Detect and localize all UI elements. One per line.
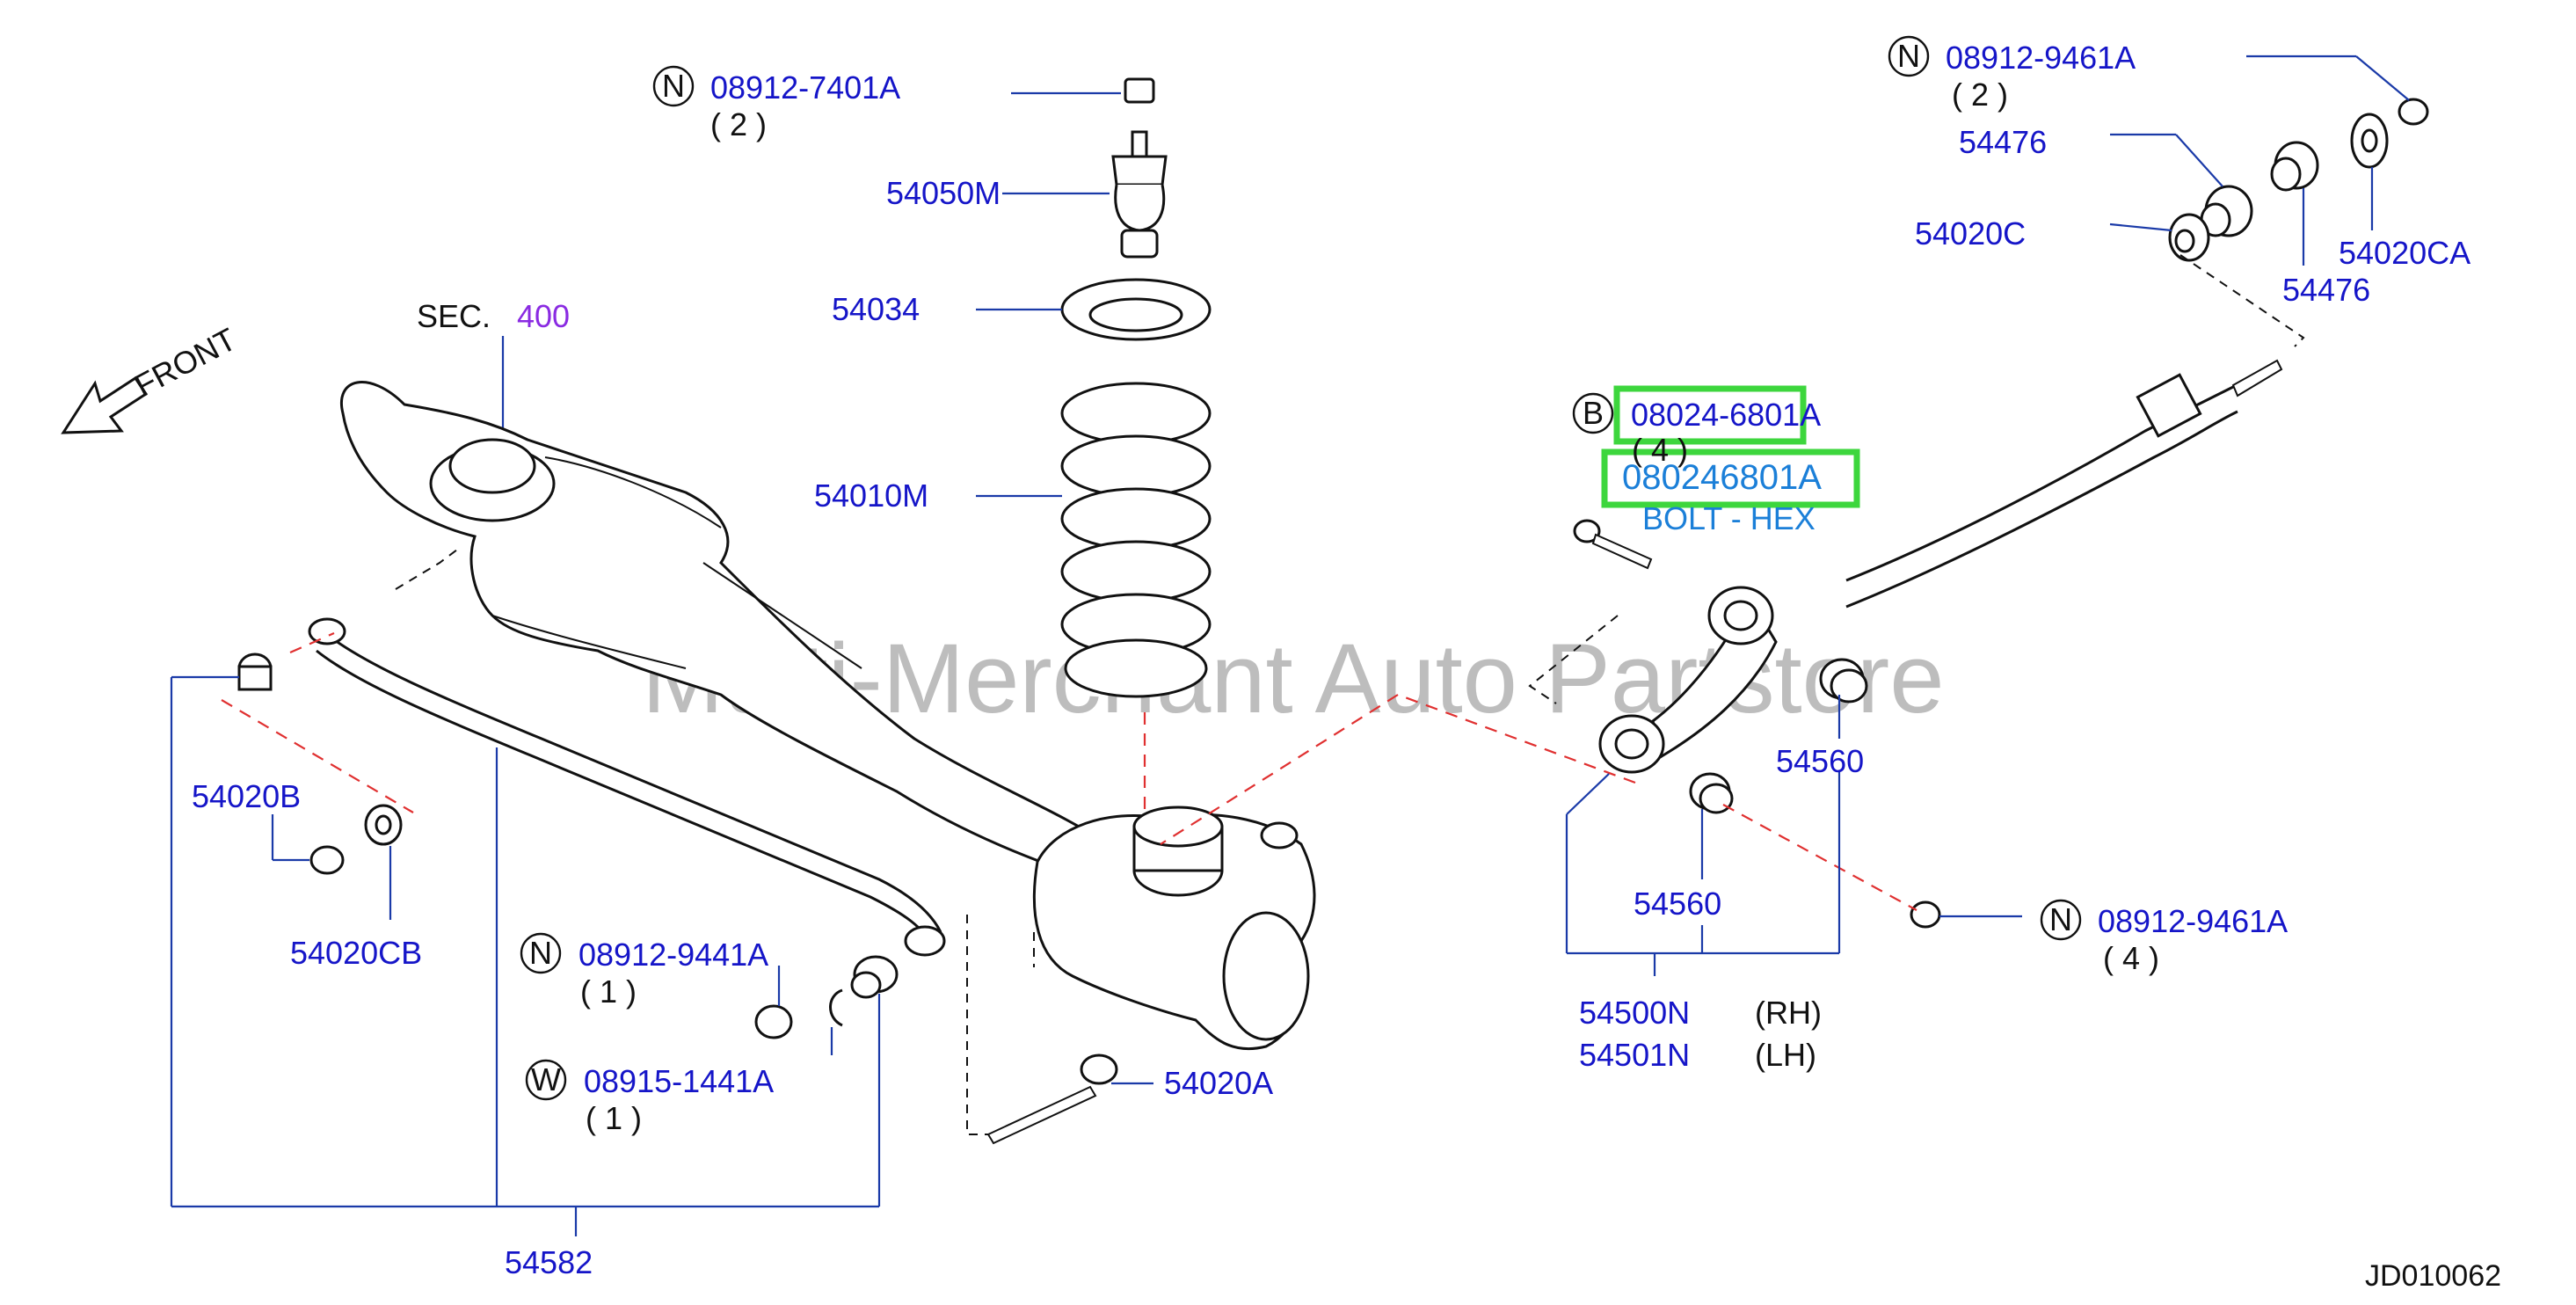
qty-label: ( 1 ) bbox=[586, 1100, 642, 1136]
highlighted-part-number[interactable]: 080246801A bbox=[1622, 458, 1822, 497]
part-link-54560-b[interactable]: 54560 bbox=[1634, 886, 1721, 922]
badge-letter: N bbox=[2049, 901, 2072, 937]
part-link-08024-6801A[interactable]: 08024-6801A bbox=[1631, 397, 1821, 433]
qty-label: ( 4 ) bbox=[2103, 940, 2159, 976]
spring-seat-54034 bbox=[1060, 278, 1212, 341]
bushing-54476-upper bbox=[2270, 141, 2319, 192]
badge-circle bbox=[525, 1059, 567, 1101]
qty-label: ( 1 ) bbox=[580, 973, 637, 1010]
axle-end-hub bbox=[1032, 806, 1316, 1051]
coil-spring-54010M bbox=[1060, 382, 1212, 698]
bushing-54560-upper bbox=[1819, 658, 1868, 704]
part-link-54501N[interactable]: 54501N bbox=[1579, 1037, 1690, 1073]
hex-bolt-icon bbox=[1573, 519, 1653, 570]
badge-circle bbox=[652, 65, 695, 107]
bushing-54476-lower bbox=[2200, 185, 2253, 237]
badge-letter: N bbox=[662, 68, 685, 104]
lock-washer-1441A-icon bbox=[829, 988, 843, 1027]
top-nut-icon bbox=[1124, 77, 1155, 104]
front-arrow-icon bbox=[61, 375, 149, 434]
badge-circle bbox=[2040, 899, 2082, 941]
side-label-rh: (RH) bbox=[1755, 995, 1822, 1031]
part-link-08912-7401A[interactable]: 08912-7401A bbox=[710, 69, 900, 106]
badge-letter: N bbox=[1897, 38, 1920, 74]
part-link-08915-1441A[interactable]: 08915-1441A bbox=[584, 1063, 774, 1099]
front-label: FRONT bbox=[129, 321, 243, 404]
highlight-box bbox=[1613, 385, 1807, 445]
long-bolt-54020A bbox=[986, 1053, 1118, 1145]
part-link-54582[interactable]: 54582 bbox=[505, 1244, 593, 1280]
part-link-54034[interactable]: 54034 bbox=[832, 291, 920, 327]
washer-54020C bbox=[2168, 213, 2210, 262]
lower-right-nut-icon bbox=[1910, 900, 1941, 929]
part-link-54020A[interactable]: 54020A bbox=[1164, 1065, 1273, 1101]
part-link-54020B[interactable]: 54020B bbox=[192, 778, 301, 814]
side-label-lh: (LH) bbox=[1755, 1037, 1816, 1073]
nut-9441A-icon bbox=[754, 1004, 793, 1039]
bushing-54020B bbox=[237, 652, 273, 691]
lateral-rod bbox=[1845, 359, 2283, 609]
badge-circle bbox=[1888, 35, 1930, 77]
part-link-08912-9441A[interactable]: 08912-9441A bbox=[579, 937, 768, 973]
diagram-id: JD010062 bbox=[2365, 1259, 2501, 1293]
bushing-lower-left bbox=[850, 955, 899, 999]
upper-link-arm bbox=[1598, 586, 1778, 774]
part-link-08912-9461A-bottom[interactable]: 08912-9461A bbox=[2098, 903, 2288, 939]
badge-letter: W bbox=[531, 1061, 561, 1097]
part-link-54020CB[interactable]: 54020CB bbox=[290, 935, 422, 971]
top-right-nut-icon bbox=[2398, 98, 2429, 126]
nut-54020B-icon bbox=[309, 845, 345, 875]
washer-54020CA bbox=[2350, 113, 2389, 169]
stabilizer-bar bbox=[308, 617, 946, 957]
part-link-54476-a[interactable]: 54476 bbox=[1959, 124, 2047, 160]
part-link-54020CA[interactable]: 54020CA bbox=[2339, 235, 2470, 271]
highlighted-part-description: BOLT - HEX bbox=[1642, 500, 1816, 536]
washer-54020CB bbox=[364, 804, 403, 846]
part-link-08912-9461A-top[interactable]: 08912-9461A bbox=[1946, 40, 2136, 76]
badge-circle bbox=[520, 932, 562, 974]
section-link[interactable]: 400 bbox=[517, 298, 570, 334]
qty-label: ( 2 ) bbox=[710, 106, 767, 142]
part-link-54010M[interactable]: 54010M bbox=[814, 478, 928, 514]
qty-label: ( 2 ) bbox=[1952, 77, 2008, 113]
part-link-54020C[interactable]: 54020C bbox=[1915, 215, 2026, 252]
part-link-54476-b[interactable]: 54476 bbox=[2282, 272, 2370, 308]
badge-letter: N bbox=[529, 935, 552, 971]
highlight-box bbox=[1601, 448, 1860, 508]
bump-stopper-54050M bbox=[1111, 130, 1168, 259]
badge-circle bbox=[1572, 392, 1614, 434]
qty-label: ( 4 ) bbox=[1632, 432, 1688, 468]
section-prefix: SEC. bbox=[417, 298, 491, 334]
badge-letter: B bbox=[1583, 395, 1604, 431]
part-link-54560-a[interactable]: 54560 bbox=[1776, 743, 1864, 779]
part-link-54050M[interactable]: 54050M bbox=[886, 175, 1001, 211]
part-link-54500N[interactable]: 54500N bbox=[1579, 995, 1690, 1031]
